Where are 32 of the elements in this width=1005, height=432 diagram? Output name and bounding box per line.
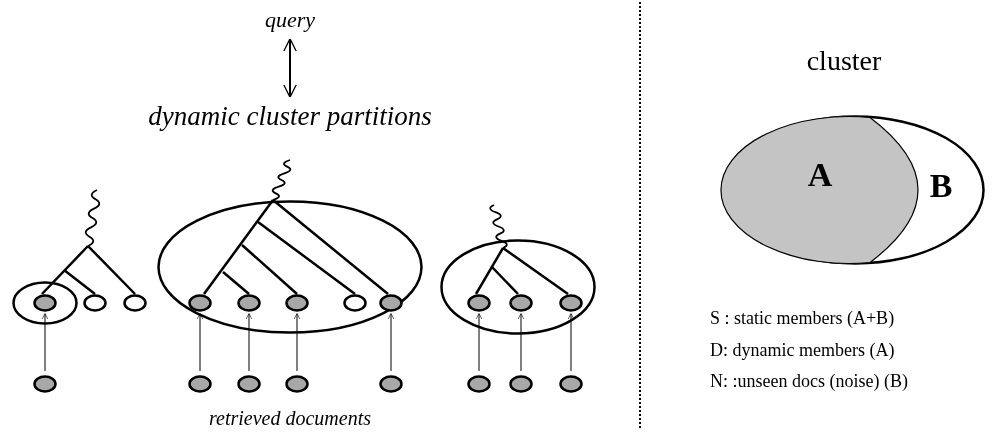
definition-text: N: :unseen docs (noise) (B) xyxy=(710,372,908,390)
document-node xyxy=(559,375,583,393)
region-label: B xyxy=(929,169,953,203)
document-node xyxy=(285,375,309,393)
cluster-ellipse xyxy=(12,281,78,325)
query-text: query xyxy=(264,8,316,31)
document-node xyxy=(509,294,533,312)
document-node xyxy=(83,294,107,312)
heading-text: dynamic cluster partitions xyxy=(148,103,432,131)
document-node xyxy=(188,294,212,312)
document-node xyxy=(379,375,403,393)
document-node xyxy=(379,294,403,312)
document-node xyxy=(33,294,57,312)
document-node xyxy=(237,294,261,312)
cluster-ellipse xyxy=(157,200,423,334)
cluster-ellipse xyxy=(440,239,596,335)
document-node xyxy=(559,294,583,312)
document-node xyxy=(467,294,491,312)
document-node xyxy=(188,375,212,393)
document-node xyxy=(467,375,491,393)
document-node xyxy=(285,294,309,312)
document-node xyxy=(237,375,261,393)
arrow xyxy=(283,38,297,98)
document-node xyxy=(123,294,147,312)
cluster-heading: cluster xyxy=(806,47,882,75)
region-label: A xyxy=(807,158,833,192)
definition-text: D: dynamic members (A) xyxy=(710,341,895,359)
document-node xyxy=(343,294,367,312)
caption-text: retrieved documents xyxy=(209,408,371,428)
definition-text: S : static members (A+B) xyxy=(710,309,895,327)
document-node xyxy=(33,375,57,393)
document-node xyxy=(509,375,533,393)
